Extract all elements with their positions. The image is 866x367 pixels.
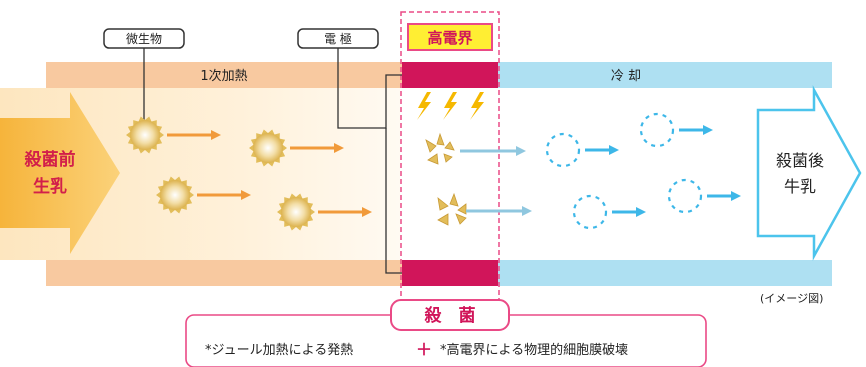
primary-heating-label: 1次加熱 (200, 68, 247, 84)
lightning-icon (470, 92, 484, 120)
sterilization-label: 殺 菌 (390, 299, 510, 331)
input-milk-label-line1: 殺菌前 (24, 149, 76, 170)
sterilization-label-text: 殺 菌 (424, 305, 476, 326)
microbe-label: 微生物 (103, 28, 185, 49)
microbe-icon (156, 176, 194, 214)
cooling-band-top (498, 62, 832, 88)
inactivated-microbe-icon (545, 132, 581, 168)
ruptured-microbe-icon (425, 132, 455, 165)
inactivated-microbe-icon (639, 112, 675, 148)
electrode-leader-bottom (385, 128, 402, 274)
heating-band-bottom (46, 260, 402, 286)
microbe-label-text: 微生物 (126, 32, 162, 46)
lightning-icon (443, 92, 457, 120)
inactivated-microbes (545, 112, 741, 230)
lightning-icons (417, 92, 484, 120)
microbe-icon (249, 129, 287, 167)
electrode-bottom (402, 260, 498, 286)
ruptured-microbes (425, 132, 467, 226)
mechanism-joule-text: *ジュール加熱による発熱 (205, 343, 353, 358)
electrode-top (402, 62, 498, 88)
input-milk-label-line2: 生乳 (33, 176, 67, 197)
microbe-icon (277, 193, 315, 231)
cooling-label: 冷 却 (611, 69, 641, 84)
mechanism-plus: ＋ (416, 340, 432, 359)
output-milk-label-line1: 殺菌後 (776, 151, 824, 170)
lightning-icon (417, 92, 431, 120)
high-field-label: 高電界 (407, 23, 493, 51)
cooling-band-bottom (498, 260, 832, 286)
electrode-label-text: 電 極 (324, 31, 352, 46)
input-arrow (0, 92, 120, 254)
electrode-label: 電 極 (297, 28, 379, 49)
high-field-label-text: 高電界 (427, 29, 472, 47)
image-note: (イメージ図) (760, 292, 823, 305)
output-milk-label-line2: 牛乳 (784, 177, 816, 196)
inactivated-microbe-icon (572, 194, 608, 230)
microbe-icon (126, 116, 164, 154)
heating-band-top (46, 62, 402, 88)
inactivated-microbe-icon (667, 178, 703, 214)
mechanism-field-text: *高電界による物理的細胞膜破壊 (440, 342, 628, 358)
ruptured-microbe-icon (437, 192, 467, 226)
output-arrow (756, 85, 862, 261)
microbe-group-heating (126, 116, 372, 231)
